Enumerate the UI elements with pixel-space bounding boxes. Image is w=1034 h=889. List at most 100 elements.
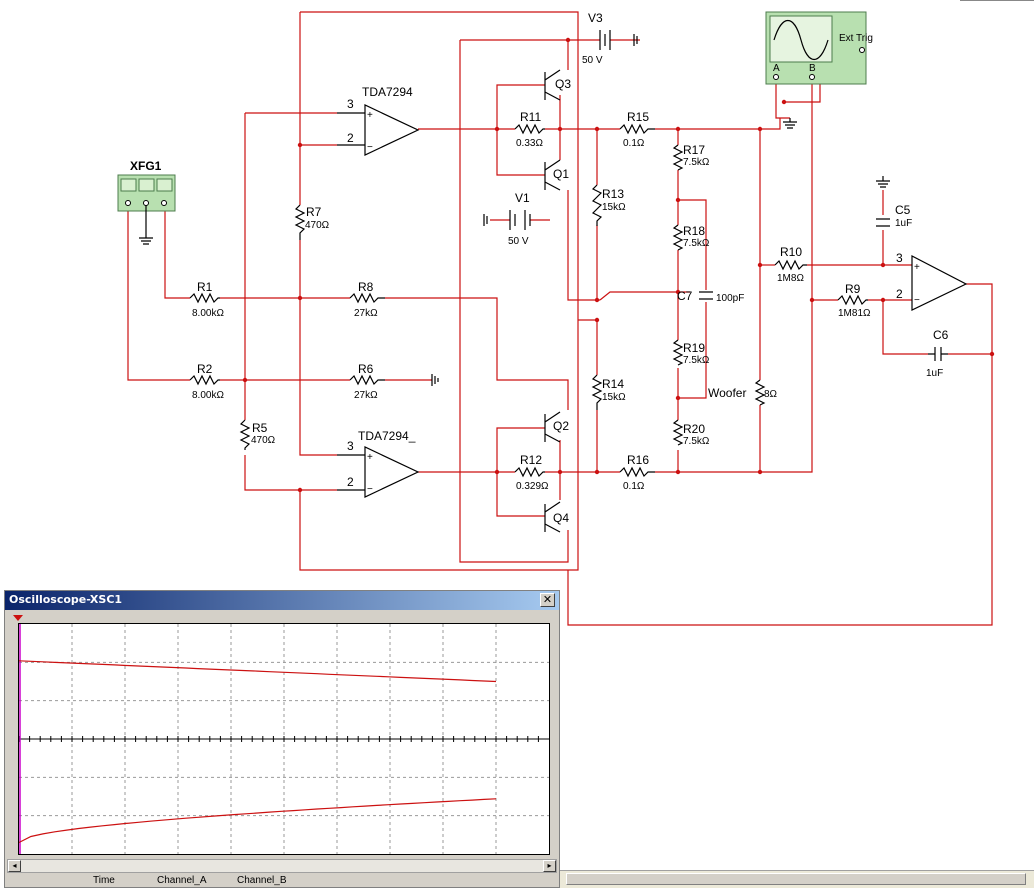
svg-text:Q1: Q1 bbox=[553, 167, 569, 181]
svg-text:R6: R6 bbox=[358, 362, 374, 376]
transistor-q3[interactable]: Q3 bbox=[544, 69, 571, 101]
svg-text:R18: R18 bbox=[683, 224, 705, 238]
col-time: Time bbox=[93, 875, 115, 886]
svg-text:7.5kΩ: 7.5kΩ bbox=[683, 238, 710, 249]
svg-text:3: 3 bbox=[347, 97, 354, 111]
transistor-q4[interactable]: Q4 bbox=[544, 501, 569, 533]
svg-text:2: 2 bbox=[347, 475, 354, 489]
svg-text:R10: R10 bbox=[780, 245, 802, 259]
svg-text:0.1Ω: 0.1Ω bbox=[623, 481, 645, 492]
capacitor-c7[interactable]: C7 100pF bbox=[677, 289, 744, 304]
oscilloscope-graph bbox=[18, 624, 549, 854]
svg-text:C6: C6 bbox=[933, 328, 949, 342]
svg-text:8Ω: 8Ω bbox=[764, 389, 778, 400]
svg-text:R14: R14 bbox=[602, 377, 624, 391]
col-channel-a: Channel_A bbox=[157, 875, 207, 886]
capacitor-c5[interactable]: C5 1uF bbox=[876, 203, 912, 229]
scroll-thumb[interactable] bbox=[566, 873, 1026, 885]
svg-text:8.00kΩ: 8.00kΩ bbox=[192, 390, 224, 401]
svg-text:Q4: Q4 bbox=[553, 511, 569, 525]
triangle-wave-icon bbox=[138, 178, 155, 192]
amp1-name: TDA7294 bbox=[362, 85, 413, 99]
svg-text:V1: V1 bbox=[515, 191, 530, 205]
svg-text:−: − bbox=[367, 484, 373, 495]
svg-text:1uF: 1uF bbox=[895, 218, 912, 229]
svg-text:R19: R19 bbox=[683, 341, 705, 355]
xfg1-label: XFG1 bbox=[130, 159, 162, 173]
svg-text:7.5kΩ: 7.5kΩ bbox=[683, 436, 710, 447]
svg-text:B: B bbox=[809, 63, 816, 74]
measurement-header: Time Channel_A Channel_B bbox=[5, 875, 559, 889]
close-button[interactable]: ✕ bbox=[540, 593, 555, 607]
cursor-marker-icon[interactable] bbox=[13, 615, 23, 621]
oscilloscope-instrument-xsc1[interactable]: Ext Trig A B bbox=[765, 11, 873, 85]
junction-dots bbox=[242, 37, 995, 493]
svg-text:Q3: Q3 bbox=[555, 77, 571, 91]
svg-text:27kΩ: 27kΩ bbox=[354, 390, 378, 401]
svg-text:470Ω: 470Ω bbox=[305, 220, 330, 231]
oscilloscope-screen[interactable] bbox=[18, 623, 550, 855]
transistor-q2[interactable]: Q2 bbox=[544, 411, 569, 443]
svg-text:−: − bbox=[914, 295, 920, 306]
axis-ticks bbox=[18, 736, 539, 742]
svg-text:50 V: 50 V bbox=[582, 55, 603, 66]
svg-text:470Ω: 470Ω bbox=[251, 435, 276, 446]
ground-symbols bbox=[431, 118, 890, 386]
svg-text:7.5kΩ: 7.5kΩ bbox=[683, 355, 710, 366]
page-edge-line bbox=[960, 0, 1034, 1]
svg-text:1M8Ω: 1M8Ω bbox=[777, 273, 804, 284]
svg-text:R5: R5 bbox=[252, 421, 268, 435]
scroll-right-button[interactable]: ▸ bbox=[543, 860, 556, 872]
svg-text:Ext Trig: Ext Trig bbox=[839, 33, 873, 44]
svg-text:3: 3 bbox=[347, 439, 354, 453]
svg-text:+: + bbox=[914, 262, 920, 273]
amp2-name: TDA7294_ bbox=[358, 429, 416, 443]
svg-text:0.1Ω: 0.1Ω bbox=[623, 138, 645, 149]
opamp-3[interactable]: + − 3 2 bbox=[896, 251, 968, 311]
svg-text:−: − bbox=[367, 142, 373, 153]
svg-text:R9: R9 bbox=[845, 282, 861, 296]
resistors[interactable]: R1 8.00kΩ R2 8.00kΩ R5 470Ω R6 27kΩ R7 4… bbox=[189, 110, 871, 492]
svg-text:R15: R15 bbox=[627, 110, 649, 124]
battery-v1[interactable]: V1 50 V bbox=[483, 191, 531, 247]
battery-v3[interactable]: V3 50 V bbox=[582, 11, 640, 66]
svg-text:1uF: 1uF bbox=[926, 368, 943, 379]
channel-b-trace bbox=[18, 798, 497, 844]
svg-text:R17: R17 bbox=[683, 143, 705, 157]
svg-text:27kΩ: 27kΩ bbox=[354, 308, 378, 319]
svg-text:Woofer: Woofer bbox=[708, 386, 746, 400]
svg-text:1M81Ω: 1M81Ω bbox=[838, 308, 871, 319]
svg-text:R13: R13 bbox=[602, 187, 624, 201]
channel-a-trace bbox=[18, 660, 497, 683]
svg-text:R1: R1 bbox=[197, 280, 213, 294]
opamp-tda7294[interactable]: + − TDA7294 3 2 bbox=[337, 85, 420, 156]
svg-text:15kΩ: 15kΩ bbox=[602, 392, 626, 403]
main-horizontal-scrollbar[interactable] bbox=[560, 870, 1034, 888]
opamp-tda7294-2[interactable]: + − TDA7294_ 3 2 bbox=[337, 429, 420, 498]
scroll-left-button[interactable]: ◂ bbox=[8, 860, 21, 872]
svg-text:A: A bbox=[773, 63, 780, 74]
function-generator-xfg1[interactable]: XFG1 bbox=[117, 159, 176, 245]
svg-text:0.329Ω: 0.329Ω bbox=[516, 481, 549, 492]
oscilloscope-title: Oscilloscope-XSC1 bbox=[9, 593, 123, 606]
col-channel-b: Channel_B bbox=[237, 875, 287, 886]
svg-text:V3: V3 bbox=[588, 11, 603, 25]
svg-text:R12: R12 bbox=[520, 453, 542, 467]
wires bbox=[127, 11, 993, 626]
svg-text:3: 3 bbox=[896, 251, 903, 265]
svg-text:50 V: 50 V bbox=[508, 236, 529, 247]
transistor-q1[interactable]: Q1 bbox=[544, 159, 569, 191]
svg-text:R7: R7 bbox=[306, 205, 322, 219]
oscilloscope-titlebar[interactable]: Oscilloscope-XSC1 ✕ bbox=[5, 591, 559, 610]
speaker-woofer[interactable]: Woofer 8Ω bbox=[708, 379, 778, 406]
capacitor-c6[interactable]: C6 1uF bbox=[926, 328, 949, 379]
oscilloscope-window[interactable]: Oscilloscope-XSC1 ✕ ◂ ▸ Time Channel_A C… bbox=[4, 590, 560, 888]
svg-text:2: 2 bbox=[896, 287, 903, 301]
svg-text:C5: C5 bbox=[895, 203, 911, 217]
svg-text:R20: R20 bbox=[683, 422, 705, 436]
svg-text:R16: R16 bbox=[627, 453, 649, 467]
svg-text:C7: C7 bbox=[677, 289, 693, 303]
oscilloscope-scrollbar[interactable]: ◂ ▸ bbox=[7, 859, 557, 873]
svg-text:7.5kΩ: 7.5kΩ bbox=[683, 157, 710, 168]
